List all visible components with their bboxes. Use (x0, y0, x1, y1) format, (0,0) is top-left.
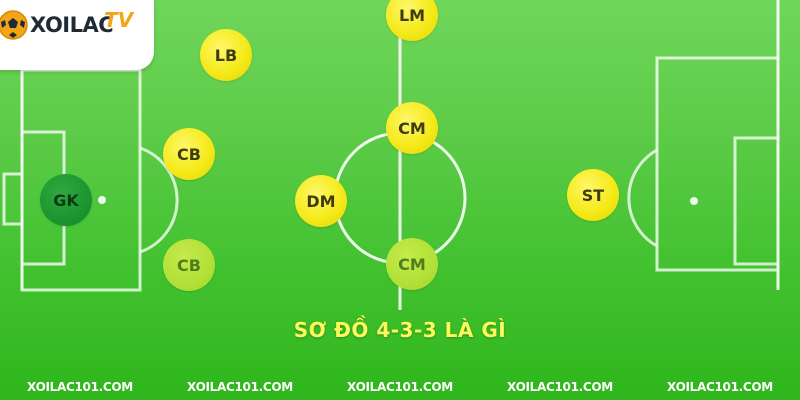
logo-tv-mark: TV (104, 8, 134, 32)
left-goal (2, 172, 24, 226)
logo-card: XOILAC TV (0, 0, 154, 70)
logo-wordmark: XOILAC (30, 13, 114, 37)
player-gk: GK (40, 174, 92, 226)
right-penalty-box (655, 56, 780, 272)
footer-link[interactable]: XOILAC101.COM (347, 380, 453, 394)
right-penalty-arc (627, 148, 658, 248)
player-st: ST (567, 169, 619, 221)
player-lm: LM (386, 0, 438, 41)
right-goal-box (733, 136, 780, 266)
player-lb: LB (200, 29, 252, 81)
left-penalty-arc (139, 146, 179, 254)
player-cb-top: CB (163, 128, 215, 180)
footer-link[interactable]: XOILAC101.COM (667, 380, 773, 394)
footer-link[interactable]: XOILAC101.COM (507, 380, 613, 394)
footer-link[interactable]: XOILAC101.COM (187, 380, 293, 394)
left-penalty-spot (98, 196, 106, 204)
page-title: SƠ ĐỒ 4-3-3 LÀ GÌ (293, 318, 507, 342)
player-dm: DM (295, 175, 347, 227)
player-cm-top: CM (386, 102, 438, 154)
player-cm-bottom: CM (386, 238, 438, 290)
soccer-ball-icon (0, 10, 28, 40)
footer-links-bar: XOILAC101.COM XOILAC101.COM XOILAC101.CO… (0, 374, 800, 400)
footer-link[interactable]: XOILAC101.COM (27, 380, 133, 394)
right-penalty-spot (690, 197, 698, 205)
player-cb-bottom: CB (163, 239, 215, 291)
